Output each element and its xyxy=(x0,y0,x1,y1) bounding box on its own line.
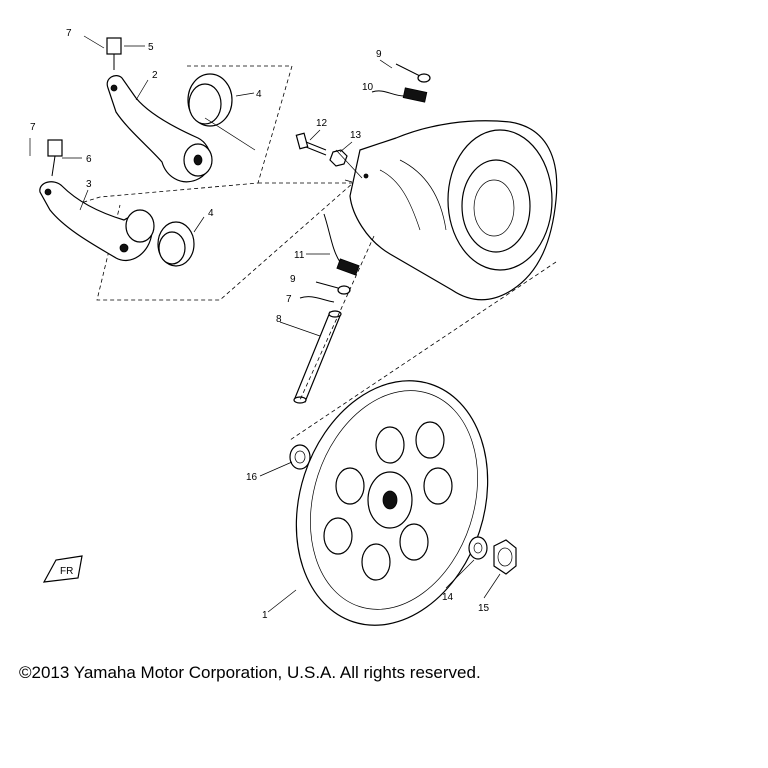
callout-12: 12 xyxy=(316,118,328,129)
callout-3: 3 xyxy=(86,179,92,190)
callout-13: 13 xyxy=(350,130,362,141)
washer-hub xyxy=(468,536,488,560)
clip xyxy=(299,296,335,303)
cam-lower xyxy=(157,221,195,267)
callout-2: 2 xyxy=(152,70,158,81)
callout-4b: 4 xyxy=(208,208,214,219)
copyright-notice: ©2013 Yamaha Motor Corporation, U.S.A. A… xyxy=(19,663,481,682)
callout-7b: 7 xyxy=(30,122,36,133)
group-box-lower xyxy=(96,182,355,301)
callout-1: 1 xyxy=(262,610,268,621)
callout-7c: 7 xyxy=(286,294,292,305)
hub-nut xyxy=(493,539,517,575)
callout-10: 10 xyxy=(362,82,374,93)
callout-9b: 9 xyxy=(290,274,296,285)
callout-4a: 4 xyxy=(256,89,262,100)
bolt xyxy=(295,132,327,156)
callout-15: 15 xyxy=(478,603,490,614)
callout-7a: 7 xyxy=(66,28,72,39)
bracket-lower xyxy=(47,139,63,177)
spring-lower xyxy=(323,213,360,276)
pin-lower xyxy=(315,281,351,295)
spring-upper xyxy=(371,87,428,103)
lever-arm-lower xyxy=(39,181,155,262)
shaft xyxy=(293,310,342,404)
washer xyxy=(289,444,311,470)
bracket-upper xyxy=(106,37,122,70)
callout-5: 5 xyxy=(148,42,154,53)
brake-panel xyxy=(344,120,558,301)
parts-diagram: FR 7 5 2 4 7 6 3 4 9 10 12 13 11 9 7 8 1… xyxy=(29,28,558,626)
callout-9a: 9 xyxy=(376,49,382,60)
cam-upper xyxy=(187,73,233,127)
callout-6: 6 xyxy=(86,154,92,165)
callout-11: 11 xyxy=(294,250,305,261)
brake-disc xyxy=(295,380,489,626)
callout-8: 8 xyxy=(276,314,282,325)
lever-arm-upper xyxy=(106,75,213,183)
callout-16: 16 xyxy=(246,472,258,483)
callout-14: 14 xyxy=(442,592,454,603)
pin-upper xyxy=(395,63,431,83)
front-mark-label: FR xyxy=(60,566,73,577)
nut-small xyxy=(329,149,348,167)
front-mark: FR xyxy=(42,555,83,583)
